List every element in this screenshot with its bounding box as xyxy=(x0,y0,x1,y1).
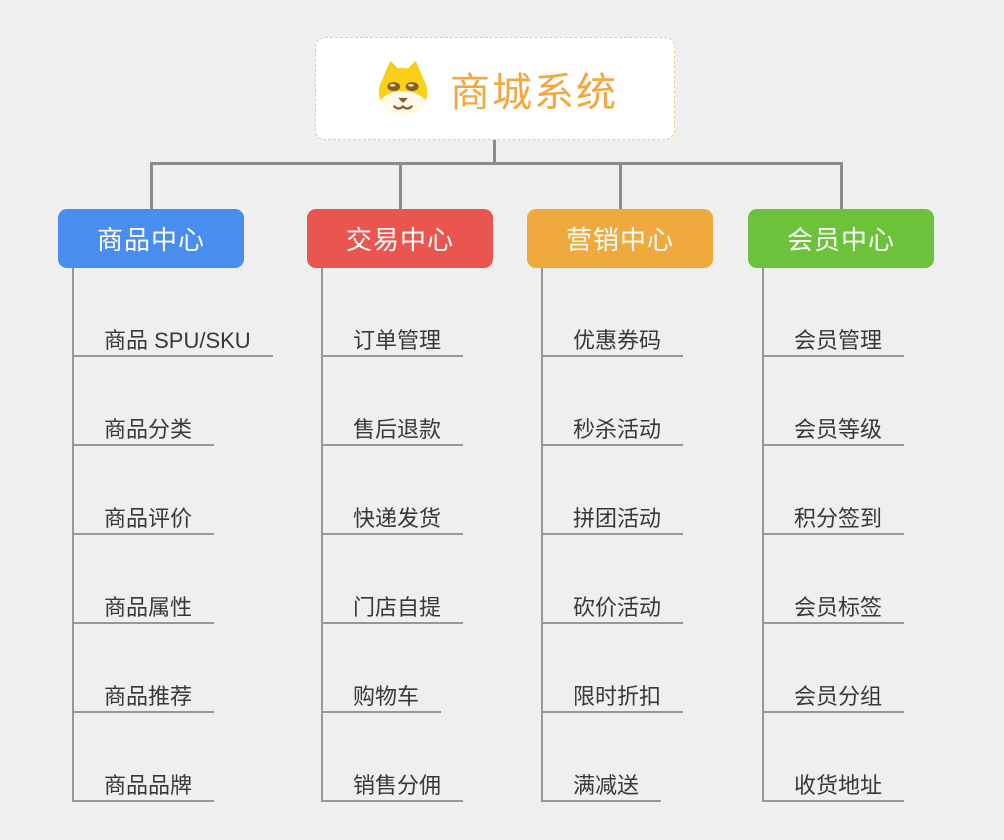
item-member-center-5[interactable]: 收货地址 xyxy=(762,767,905,802)
branch-node-product-center[interactable]: 商品中心 xyxy=(58,209,244,268)
item-product-center-1[interactable]: 商品分类 xyxy=(72,411,215,446)
item-member-center-0[interactable]: 会员管理 xyxy=(762,322,905,357)
branch-label-member-center: 会员中心 xyxy=(786,225,895,255)
item-member-center-1[interactable]: 会员等级 xyxy=(762,411,905,446)
item-marketing-center-0[interactable]: 优惠券码 xyxy=(541,322,684,357)
item-trade-center-5[interactable]: 销售分佣 xyxy=(321,767,464,802)
branch-label-trade-center: 交易中心 xyxy=(345,225,454,255)
connector-bus xyxy=(149,162,843,165)
connector-drop-product-center xyxy=(149,162,153,209)
item-marketing-center-4[interactable]: 限时折扣 xyxy=(541,678,684,713)
item-product-center-5[interactable]: 商品品牌 xyxy=(72,767,215,802)
item-trade-center-1[interactable]: 售后退款 xyxy=(321,411,464,446)
branch-trunk-trade-center xyxy=(321,268,323,802)
item-trade-center-2[interactable]: 快递发货 xyxy=(321,500,464,535)
root-node[interactable]: 商城系统 xyxy=(315,37,675,140)
connector-root-trunk xyxy=(492,140,496,165)
item-member-center-4[interactable]: 会员分组 xyxy=(762,678,905,713)
item-product-center-4[interactable]: 商品推荐 xyxy=(72,678,215,713)
item-member-center-3[interactable]: 会员标签 xyxy=(762,589,905,624)
branch-node-marketing-center[interactable]: 营销中心 xyxy=(527,209,713,268)
branch-node-member-center[interactable]: 会员中心 xyxy=(748,209,934,268)
item-trade-center-0[interactable]: 订单管理 xyxy=(321,322,464,357)
item-trade-center-3[interactable]: 门店自提 xyxy=(321,589,464,624)
branch-trunk-marketing-center xyxy=(541,268,543,802)
item-marketing-center-5[interactable]: 满减送 xyxy=(541,767,662,802)
branch-label-product-center: 商品中心 xyxy=(96,225,205,255)
branch-trunk-product-center xyxy=(72,268,74,802)
item-product-center-3[interactable]: 商品属性 xyxy=(72,589,215,624)
shiba-dog-icon xyxy=(372,58,434,120)
item-trade-center-4[interactable]: 购物车 xyxy=(321,678,442,713)
item-marketing-center-2[interactable]: 拼团活动 xyxy=(541,500,684,535)
item-member-center-2[interactable]: 积分签到 xyxy=(762,500,905,535)
connector-drop-trade-center xyxy=(398,162,402,209)
branch-node-trade-center[interactable]: 交易中心 xyxy=(307,209,493,268)
branch-label-marketing-center: 营销中心 xyxy=(565,225,674,255)
item-marketing-center-3[interactable]: 砍价活动 xyxy=(541,589,684,624)
branch-trunk-member-center xyxy=(762,268,764,802)
root-node-label: 商城系统 xyxy=(450,70,618,115)
item-product-center-2[interactable]: 商品评价 xyxy=(72,500,215,535)
item-marketing-center-1[interactable]: 秒杀活动 xyxy=(541,411,684,446)
connector-drop-marketing-center xyxy=(618,162,622,209)
connector-drop-member-center xyxy=(839,162,843,209)
item-product-center-0[interactable]: 商品 SPU/SKU xyxy=(72,322,273,357)
